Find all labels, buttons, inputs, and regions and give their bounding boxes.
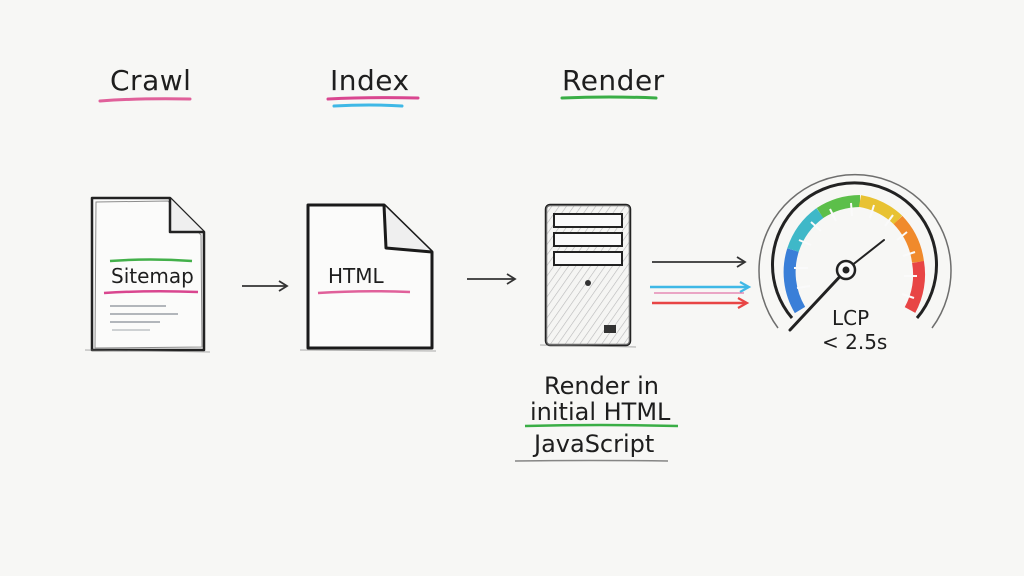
flow-arrow-blue	[650, 281, 752, 294]
render-note-line-1: Render in	[544, 372, 659, 400]
sitemap-label: Sitemap	[111, 264, 194, 288]
index-underline-blue	[332, 103, 404, 108]
render-note-line-2: initial HTML	[530, 398, 671, 426]
stage-label-crawl: Crawl	[110, 64, 192, 97]
stage-label-index: Index	[330, 64, 410, 97]
flow-arrow-red	[652, 297, 750, 309]
server-icon	[539, 203, 637, 348]
sitemap-document-icon	[84, 196, 211, 353]
crawl-underline	[98, 97, 192, 103]
html-label: HTML	[328, 264, 384, 288]
render-note-underline	[524, 423, 679, 428]
arrow-sitemap-to-html	[242, 280, 289, 292]
index-underline-pink	[326, 96, 420, 101]
render-underline	[560, 95, 658, 100]
render-note-line-3: JavaScript	[534, 430, 655, 458]
gauge-label-threshold: < 2.5s	[822, 330, 888, 354]
render-note-underline-bottom	[514, 459, 669, 462]
speedometer-gauge-icon	[758, 173, 952, 332]
flow-arrow-black	[652, 256, 747, 268]
arrow-html-to-server	[467, 273, 517, 285]
stage-label-render: Render	[562, 64, 665, 97]
html-document-icon	[299, 203, 437, 352]
gauge-label-lcp: LCP	[832, 306, 870, 330]
